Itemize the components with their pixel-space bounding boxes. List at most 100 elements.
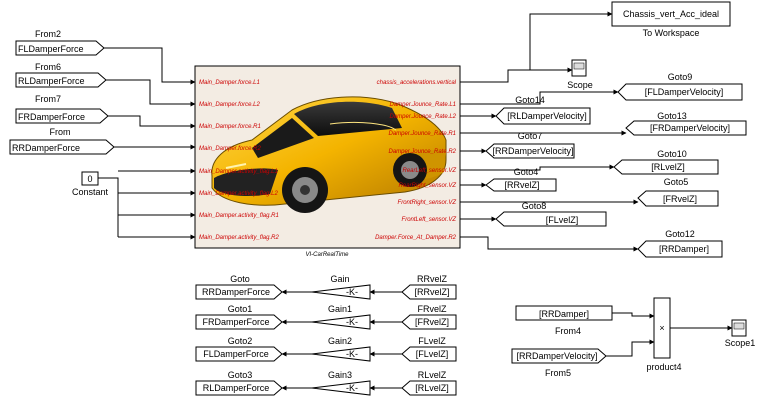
- goto-tag: FLDamperForce: [203, 349, 269, 359]
- car-output-port-label: RearRight_sensor.VZ: [399, 183, 457, 189]
- goto10-title: Goto10: [657, 149, 687, 159]
- goto-block[interactable]: [195, 284, 283, 300]
- wire-goto12: [460, 236, 639, 252]
- car-input-port-label: Main_Damper.activity_flag.R2: [199, 235, 279, 241]
- goto-block[interactable]: [195, 346, 283, 362]
- car-input-port-label: Main_Damper.force.R1: [199, 124, 261, 130]
- car-output-port-label: FrontLeft_sensor.VZ: [402, 217, 457, 223]
- goto14-title: Goto14: [515, 95, 545, 105]
- product4-title: product4: [646, 362, 681, 372]
- wire-goto10: [460, 164, 615, 171]
- gain-value: -K-: [346, 317, 358, 327]
- goto-title: Goto2: [228, 336, 253, 346]
- goto-tag: FRDamperForce: [202, 317, 269, 327]
- gain-title: Gain3: [328, 370, 352, 380]
- goto8-block[interactable]: [495, 211, 607, 227]
- wire-from4-product: [612, 312, 655, 319]
- from-tag: RRDamperForce: [12, 143, 80, 153]
- gain-block[interactable]: [311, 284, 371, 300]
- car-output-port-label: Damper.Jounce_Rate.R1: [389, 131, 456, 137]
- from2-block[interactable]: [15, 40, 105, 56]
- goto5-tag: [FRvelZ]: [663, 194, 697, 204]
- car-output-port-label: Damper.Force_At_Damper.R2: [375, 235, 457, 241]
- goto-block[interactable]: [195, 314, 283, 330]
- goto13-title: Goto13: [657, 111, 687, 121]
- goto13-block[interactable]: [625, 120, 747, 136]
- from2-tag: FLDamperForce: [18, 44, 84, 54]
- from-tag: [FLvelZ]: [416, 349, 449, 359]
- goto7-tag: [RRDamperVelocity]: [492, 146, 573, 156]
- wire-to-workspace: [460, 11, 613, 83]
- from6-tag: RLDamperForce: [18, 76, 85, 86]
- from4-block[interactable]: [515, 305, 613, 321]
- car-output-port-label: Damper.Jounce_Rate.L2: [390, 114, 457, 120]
- to-workspace-block[interactable]: [611, 1, 731, 27]
- goto8-tag: [FLvelZ]: [546, 215, 579, 225]
- product-symbol: ×: [659, 323, 664, 333]
- gain-block[interactable]: [311, 346, 371, 362]
- wire-from2: [104, 47, 196, 85]
- gain-title: Gain1: [328, 304, 352, 314]
- goto-tag: RLDamperForce: [203, 383, 270, 393]
- goto10-block[interactable]: [613, 159, 719, 175]
- goto12-block[interactable]: [637, 240, 723, 258]
- from-block[interactable]: [9, 139, 115, 155]
- goto12-title: Goto12: [665, 229, 695, 239]
- goto4-block[interactable]: [485, 178, 557, 192]
- from6-title: From6: [35, 62, 61, 72]
- goto14-block[interactable]: [495, 107, 591, 125]
- goto7-block[interactable]: [485, 143, 575, 159]
- scope-title: Scope: [567, 80, 593, 90]
- from-block[interactable]: [401, 346, 457, 362]
- wire-from7: [108, 115, 196, 129]
- from-block[interactable]: [401, 314, 457, 330]
- gain-rows: GotoRRDamperForceGain-K-RRvelZ[RRvelZ]Go…: [195, 274, 457, 396]
- car-output-port-label: RearLeft_sensor.VZ: [403, 168, 457, 174]
- gain-block[interactable]: [311, 314, 371, 330]
- goto9-tag: [FLDamperVelocity]: [645, 87, 724, 97]
- car-input-port-label: Main_Damper.force.L1: [199, 80, 260, 86]
- goto5-block[interactable]: [637, 190, 719, 207]
- goto13-tag: [FRDamperVelocity]: [650, 123, 730, 133]
- goto-block[interactable]: [195, 380, 283, 396]
- car-output-port-label: FrontRight_sensor.VZ: [398, 200, 457, 206]
- from4-tag: [RRDamper]: [539, 309, 589, 319]
- car-output-port-label: Damper.Jounce_Rate.R2: [389, 149, 457, 155]
- from-title: RRvelZ: [417, 274, 448, 284]
- from5-title: From5: [545, 368, 571, 378]
- scope1-title: Scope1: [725, 338, 756, 348]
- from5-block[interactable]: [511, 348, 607, 364]
- car-image: [211, 96, 447, 213]
- from6-block[interactable]: [15, 72, 107, 88]
- car-input-port-label: Main_Damper.force.R2: [199, 146, 261, 152]
- from7-block[interactable]: [15, 108, 109, 124]
- constant-value: 0: [87, 174, 92, 184]
- goto9-block[interactable]: [617, 83, 743, 101]
- goto4-title: Goto4: [514, 167, 539, 177]
- gain-title: Gain: [330, 274, 349, 284]
- workspace-var: Chassis_vert_Acc_ideal: [623, 9, 719, 19]
- from-tag: [FRvelZ]: [415, 317, 449, 327]
- wire-goto9: [460, 89, 619, 105]
- from-block[interactable]: [401, 284, 457, 300]
- car-output-ports: chassis_accelerations.verticalDamper.Jou…: [375, 80, 457, 241]
- constant-title: Constant: [72, 187, 109, 197]
- car-input-port-label: Main_Damper.activity_flag.L2: [199, 191, 278, 197]
- from-tag: [RLvelZ]: [415, 383, 449, 393]
- car-input-port-label: Main_Damper.activity_flag.R1: [199, 213, 279, 219]
- from-block[interactable]: [401, 380, 457, 396]
- wire-constant-bus: [98, 177, 119, 237]
- from-tag: [RRvelZ]: [414, 287, 449, 297]
- goto5-title: Goto5: [664, 177, 689, 187]
- goto8-title: Goto8: [522, 201, 547, 211]
- from2-title: From2: [35, 29, 61, 39]
- goto-title: Goto3: [228, 370, 253, 380]
- car-input-port-label: Main_Damper.force.L2: [199, 102, 260, 108]
- workspace-title: To Workspace: [643, 28, 700, 38]
- gain-block[interactable]: [311, 380, 371, 396]
